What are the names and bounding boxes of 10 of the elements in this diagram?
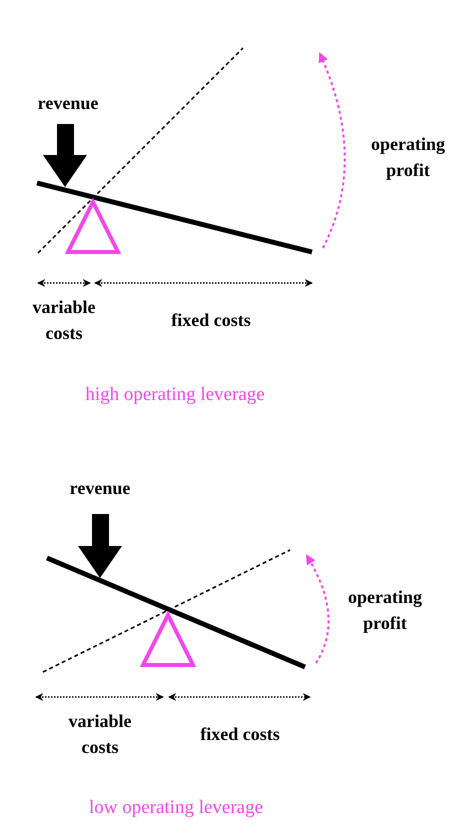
- term-label: fixed costs: [171, 309, 251, 332]
- term-label: revenue: [68, 477, 132, 500]
- term-label: fixed costs: [200, 723, 280, 746]
- caption: high operating leverage: [84, 383, 266, 407]
- term-label: revenue: [36, 92, 100, 115]
- term-label: operating profit: [370, 133, 446, 182]
- caption: low operating leverage: [88, 796, 264, 820]
- term-label: variable costs: [32, 296, 96, 345]
- term-label: operating profit: [347, 586, 423, 635]
- term-label: variable costs: [68, 710, 132, 759]
